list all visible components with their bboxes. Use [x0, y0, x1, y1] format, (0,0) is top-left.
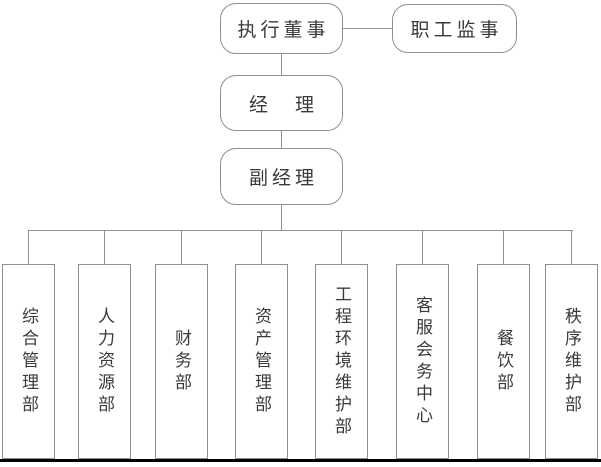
- node-deputy-manager-label: 副经理: [248, 168, 318, 189]
- node-department-7-label: 秩序维护部: [562, 306, 581, 417]
- connector-bus-to-dept-5: [422, 230, 423, 264]
- node-department-1-label: 人力资源部: [95, 306, 114, 417]
- node-staff-supervisor: 职工监事: [392, 4, 517, 53]
- connector-bus-to-dept-2: [181, 230, 182, 264]
- connector-executive-to-manager: [281, 54, 282, 75]
- connector-bus-to-dept-4: [341, 230, 342, 264]
- node-department-6: 餐饮部: [477, 264, 530, 459]
- connector-bus-to-dept-0: [28, 230, 29, 264]
- connector-bus-to-dept-1: [104, 230, 105, 264]
- node-department-1: 人力资源部: [78, 264, 131, 459]
- node-department-0-label: 综合管理部: [19, 306, 38, 417]
- node-manager: 经 理: [220, 75, 343, 131]
- connector-deputy-to-bus: [281, 205, 282, 230]
- node-department-3-label: 资产管理部: [252, 306, 271, 417]
- connector-bus: [28, 230, 573, 231]
- connector-executive-to-supervisor: [343, 28, 392, 29]
- connector-bus-to-dept-3: [261, 230, 262, 264]
- node-department-5-label: 客服会务中心: [413, 295, 432, 428]
- node-department-4-label: 工程环境维护部: [332, 284, 351, 439]
- connector-manager-to-deputy: [281, 131, 282, 148]
- node-executive-director: 执行董事: [220, 3, 343, 54]
- node-manager-label: 经 理: [248, 94, 318, 116]
- node-department-7: 秩序维护部: [545, 264, 598, 459]
- node-department-6-label: 餐饮部: [494, 328, 513, 395]
- bottom-rule: [0, 459, 601, 462]
- connector-bus-to-dept-6: [503, 230, 504, 264]
- node-deputy-manager: 副经理: [220, 148, 343, 205]
- node-department-2-label: 财务部: [172, 328, 191, 395]
- node-department-0: 综合管理部: [2, 264, 55, 459]
- connector-bus-to-dept-7: [571, 230, 572, 264]
- node-department-2: 财务部: [155, 264, 208, 459]
- node-department-4: 工程环境维护部: [315, 264, 368, 459]
- node-executive-director-label: 执行董事: [237, 20, 330, 41]
- node-department-5: 客服会务中心: [396, 264, 449, 459]
- node-department-3: 资产管理部: [235, 264, 288, 459]
- node-staff-supervisor-label: 职工监事: [410, 20, 503, 41]
